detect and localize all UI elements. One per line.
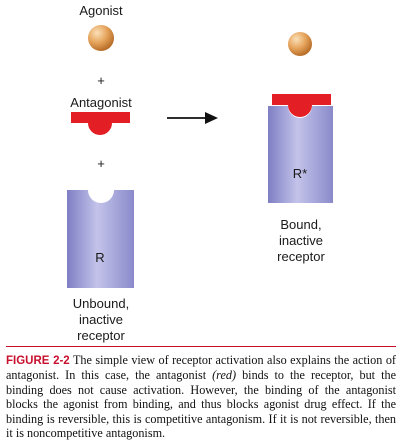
state-line: receptor [77,328,125,343]
caption-text: binds to the receptor, but the binding d… [6,368,396,440]
state-line: Bound, [280,217,322,232]
agonist-label: Agonist [79,3,123,18]
caption-divider [6,346,396,347]
figure-label: FIGURE 2-2 [6,355,70,367]
plus-sign: + [97,73,105,88]
state-line: inactive [78,312,124,327]
bound-receptor [268,106,333,203]
receptor-letter-activated: R* [292,166,308,181]
unbound-receptor [67,190,134,288]
plus-sign: + [97,156,105,171]
caption-text: The simple view of receptor activation a… [6,353,396,383]
state-line: inactive [278,233,324,248]
caption-emphasis: (red) [212,368,237,383]
figure-caption: FIGURE 2-2 The simple view of receptor a… [6,353,396,440]
unbound-state-label: Unbound, inactive receptor [51,296,151,344]
receptor-letter: R [95,250,105,265]
state-line: Unbound, [72,296,130,311]
antagonist-molecule [71,112,130,135]
antagonist-label: Antagonist [70,95,132,110]
bound-state-label: Bound, inactive receptor [251,217,351,265]
state-line: receptor [277,249,325,264]
agonist-molecule [88,25,114,51]
reaction-arrow [167,112,218,124]
receptor-diagram [67,25,333,288]
bound-antagonist [272,94,331,117]
agonist-molecule-displaced [288,32,312,56]
